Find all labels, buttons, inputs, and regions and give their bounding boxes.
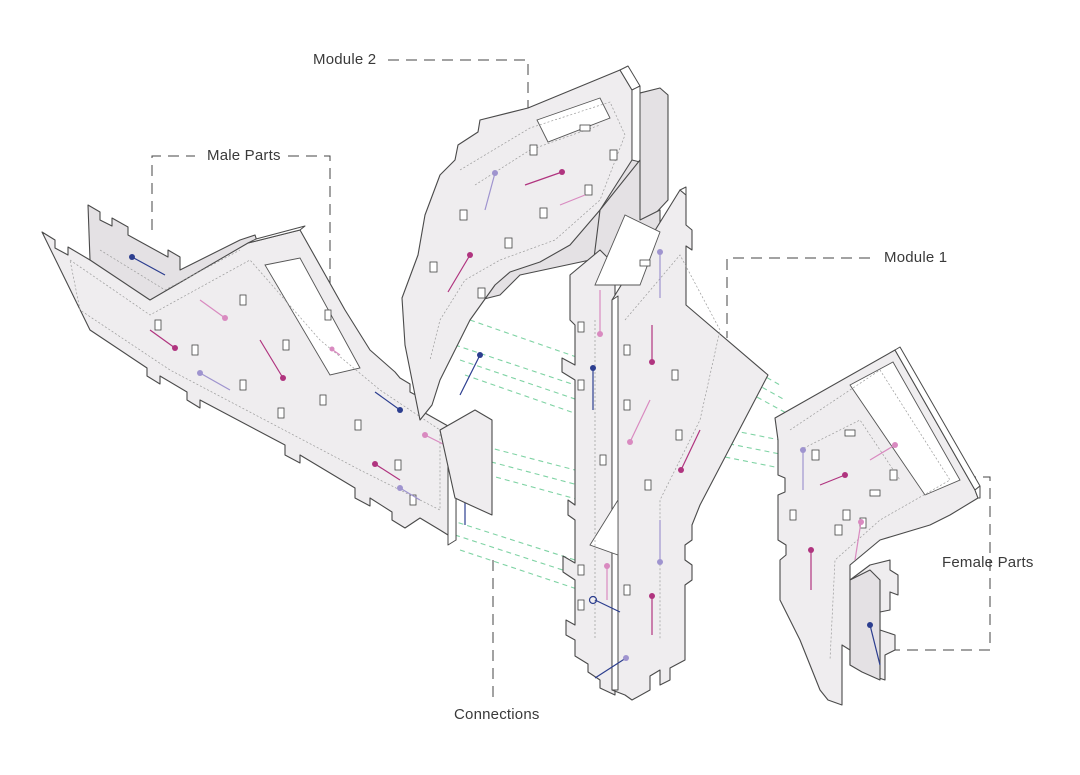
pin-magenta	[172, 345, 178, 351]
pin-lavender	[657, 559, 663, 565]
module2-label: Module 2	[313, 51, 377, 68]
pin-pink	[329, 346, 335, 352]
column-right-panel	[611, 189, 769, 701]
column-upper-opening	[594, 214, 661, 286]
pin-magenta	[467, 252, 473, 258]
male-slots	[154, 294, 417, 506]
female-opening	[849, 361, 961, 496]
male-parts-label: Male Parts	[207, 147, 281, 164]
pin-lavender	[492, 170, 498, 176]
column-left-panel	[561, 249, 616, 696]
pin-magenta	[842, 472, 848, 478]
male-edge-top	[247, 225, 306, 244]
column-lower-opening	[589, 498, 619, 556]
pin-navy	[397, 407, 403, 413]
pin-lavender	[397, 485, 403, 491]
pin-pink	[604, 563, 610, 569]
pin-navy	[129, 254, 135, 260]
connections-label: Connections	[454, 706, 540, 723]
male-main-panel	[41, 229, 457, 541]
pin-pink	[892, 442, 898, 448]
module2-bracket	[388, 59, 529, 108]
pin-magenta	[678, 467, 684, 473]
pin-navy	[477, 352, 483, 358]
pin-magenta	[559, 169, 565, 175]
center-column-assembly	[561, 159, 769, 701]
module2-slots	[429, 124, 618, 299]
pin-pink	[858, 519, 864, 525]
pin-magenta	[649, 593, 655, 599]
pin-lavender	[623, 655, 629, 661]
column-slots	[577, 259, 683, 611]
pin-magenta	[649, 359, 655, 365]
pin-pink	[627, 439, 633, 445]
pin-pink	[597, 331, 603, 337]
pin-magenta	[372, 461, 378, 467]
female-parts-assembly	[774, 346, 981, 706]
male-pins	[129, 254, 466, 525]
column-pins	[588, 249, 701, 679]
female-pins	[800, 442, 898, 666]
male-parts-assembly	[41, 204, 493, 546]
column-thickness	[611, 295, 619, 691]
pin-lavender	[197, 370, 203, 376]
pin-magenta	[808, 547, 814, 553]
female-parts-label: Female Parts	[942, 554, 1034, 571]
pin-navy	[588, 595, 598, 605]
female-side-leg	[849, 569, 881, 681]
pin-navy	[590, 365, 596, 371]
male-connector-tab	[439, 409, 493, 516]
pin-lavender	[800, 447, 806, 453]
male-parts-bracket-left	[151, 155, 195, 230]
pin-pink	[422, 432, 428, 438]
module1-label: Module 1	[884, 249, 948, 266]
male-opening	[264, 257, 361, 376]
pin-pink	[222, 315, 228, 321]
module1-bracket	[726, 257, 870, 338]
module2-opening	[536, 97, 611, 143]
pin-lavender	[657, 249, 663, 255]
module2-assembly	[401, 65, 669, 421]
module2-pins	[447, 169, 586, 396]
pin-magenta	[280, 375, 286, 381]
pin-navy	[867, 622, 873, 628]
